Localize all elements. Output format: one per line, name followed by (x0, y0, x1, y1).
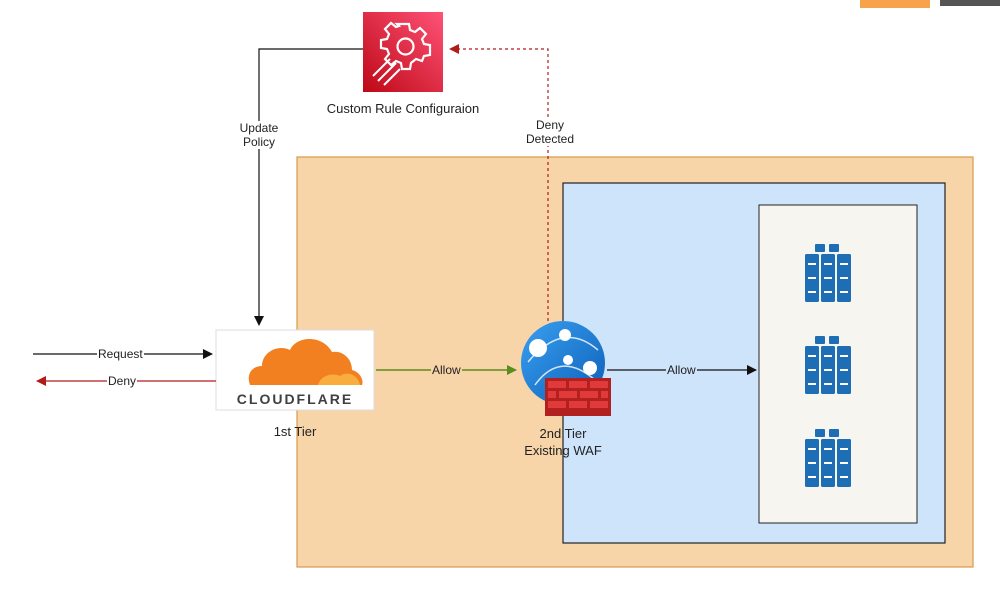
custom-rule-label: Custom Rule Configuraion (326, 101, 480, 116)
deny-detected-line1: Deny (535, 118, 564, 132)
deny-label: Deny (107, 374, 138, 388)
first-tier-label: 1st Tier (273, 424, 317, 439)
deny-detected-edge (449, 44, 549, 321)
update-policy-label: Update Policy (229, 121, 289, 149)
svg-text:CLOUDFLARE: CLOUDFLARE (237, 391, 353, 407)
update-policy-line2: Policy (242, 135, 275, 149)
waf-label-line2: Existing WAF (524, 443, 602, 458)
deny-detected-label: Deny Detected (516, 118, 584, 146)
waf-label-line1: 2nd Tier (539, 426, 587, 441)
cropped-element (860, 0, 930, 8)
update-policy-edge (254, 48, 363, 326)
allow-label-2: Allow (666, 363, 697, 377)
waf-label: 2nd Tier Existing WAF (508, 425, 618, 459)
firewall-icon (545, 378, 611, 416)
update-policy-line1: Update (239, 121, 279, 135)
allow-label-1: Allow (431, 363, 462, 377)
gear-icon (363, 12, 443, 92)
deny-detected-line2: Detected (525, 132, 575, 146)
request-label: Request (97, 347, 144, 361)
cloudflare-logo: CLOUDFLARE (215, 329, 375, 411)
